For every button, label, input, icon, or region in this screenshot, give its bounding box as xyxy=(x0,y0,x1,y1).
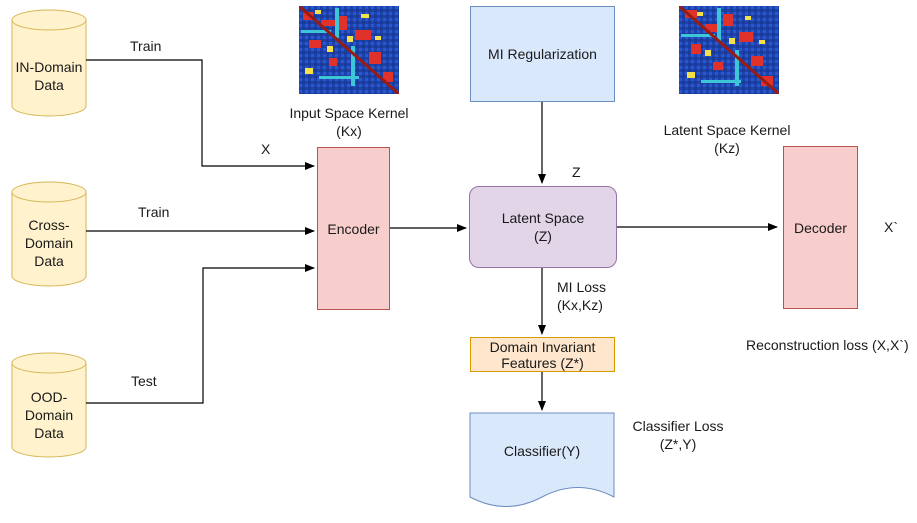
encoder-label: Encoder xyxy=(327,220,380,237)
input-kernel-title: Input Space Kernel xyxy=(289,105,409,121)
ood-domain-line1: OOD- xyxy=(30,389,68,405)
ood-domain-data-label: OOD- Domain Data xyxy=(9,388,89,442)
z-label: Z xyxy=(572,164,581,180)
ood-domain-line3: Data xyxy=(34,425,64,441)
test-label: Test xyxy=(131,373,157,389)
train-label-2: Train xyxy=(138,204,170,220)
mi-regularization-label: MI Regularization xyxy=(488,46,597,62)
arrow-in-domain-to-encoder xyxy=(86,59,315,170)
classifier-shape xyxy=(469,412,615,507)
classifier-loss-title: Classifier Loss xyxy=(632,418,724,434)
cross-domain-line3: Data xyxy=(34,253,64,269)
in-domain-line1: IN-Domain xyxy=(15,59,83,75)
input-kernel-symbol: (Kx) xyxy=(336,123,362,139)
ood-domain-line2: Domain xyxy=(24,407,74,423)
mi-loss-label: MI Loss (Kx,Kz) xyxy=(557,278,606,314)
in-domain-data-label: IN-Domain Data xyxy=(9,58,89,94)
latent-space-symbol: (Z) xyxy=(534,228,552,244)
encoder-block: Encoder xyxy=(317,147,390,310)
input-kernel-caption: Input Space Kernel (Kx) xyxy=(279,104,419,140)
latent-kernel-caption: Latent Space Kernel (Kz) xyxy=(657,121,797,157)
x-label: X xyxy=(261,141,271,157)
decoder-block: Decoder xyxy=(783,146,858,309)
classifier-loss-caption: Classifier Loss (Z*,Y) xyxy=(628,417,728,453)
classifier-loss-args: (Z*,Y) xyxy=(659,436,697,452)
reconstruction-loss-label: Reconstruction loss (X,X`) xyxy=(746,337,909,353)
in-domain-line2: Data xyxy=(34,77,64,93)
x-prime-label: X` xyxy=(884,219,898,235)
latent-kernel-heatmap xyxy=(679,6,779,94)
cross-domain-line1: Cross- xyxy=(28,217,70,233)
classifier-block: Classifier(Y) xyxy=(470,440,614,462)
train-label-1: Train xyxy=(130,38,162,54)
classifier-label: Classifier(Y) xyxy=(503,443,581,459)
domain-invariant-label: Domain Invariant xyxy=(489,338,596,355)
in-domain-database-icon xyxy=(11,9,87,117)
cross-domain-data-label: Cross- Domain Data xyxy=(9,216,89,270)
mi-loss-title: MI Loss xyxy=(557,279,607,295)
latent-kernel-title: Latent Space Kernel xyxy=(663,122,791,138)
latent-space-label: Latent Space xyxy=(501,210,585,226)
cross-domain-database-icon xyxy=(11,181,87,287)
mi-regularization-block: MI Regularization xyxy=(470,6,615,102)
cross-domain-line2: Domain xyxy=(24,235,74,251)
decoder-label: Decoder xyxy=(794,219,847,236)
domain-invariant-symbol: Features (Z*) xyxy=(501,354,584,371)
mi-loss-args: (Kx,Kz) xyxy=(557,297,603,313)
latent-kernel-symbol: (Kz) xyxy=(714,140,740,156)
ood-domain-database-icon xyxy=(11,352,87,458)
latent-space-block: Latent Space (Z) xyxy=(469,186,617,268)
domain-invariant-features-block: Domain Invariant Features (Z*) xyxy=(470,337,615,372)
input-kernel-heatmap xyxy=(299,6,399,94)
arrow-ood-domain-to-encoder xyxy=(86,264,315,404)
